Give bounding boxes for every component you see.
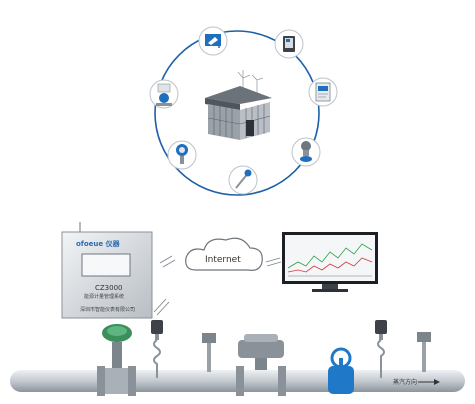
flowmeter-icon (156, 83, 172, 106)
pressure-gauge-icon (176, 144, 188, 164)
monitor (282, 232, 378, 292)
cabinet-subtitle: 能源计量管理系统 (84, 293, 124, 300)
flow-direction: 蒸汽方向 (393, 378, 440, 386)
device-ring (154, 30, 320, 196)
valve-device[interactable] (291, 137, 321, 167)
valve-icon (300, 141, 312, 162)
camera-icon (205, 34, 221, 48)
signal-arrows (153, 255, 282, 316)
control-cabinet: ofoeue 仪器 CZ3000 能源计量管理系统 深圳市智能仪表有限公司 (61, 222, 153, 319)
controller-device[interactable] (308, 77, 338, 107)
tablet-icon (283, 36, 295, 52)
tablet-device[interactable] (274, 29, 304, 59)
cabinet-footer: 深圳市智能仪表有限公司 (80, 306, 135, 313)
gate-valve (328, 347, 354, 394)
temperature-sensor (202, 333, 216, 372)
flow-direction-label: 蒸汽方向 (393, 378, 417, 386)
internet-cloud: Internet (185, 237, 263, 271)
cabinet-screen (81, 253, 131, 277)
trend-chart-icon (287, 243, 373, 277)
display-controller-icon (315, 82, 331, 102)
pressure-transmitter-2 (375, 320, 387, 378)
cabinet-model: CZ3000 (95, 284, 123, 292)
flowmeter-device[interactable] (149, 79, 179, 109)
temperature-sensor-2 (417, 332, 431, 372)
thermometer-device[interactable] (228, 165, 258, 195)
arrow-right-icon (434, 379, 440, 385)
pressure-transmitter (151, 320, 163, 378)
cabinet-brand: ofoeue 仪器 (76, 239, 121, 248)
thermometer-icon (235, 169, 252, 189)
pipe-flowmeter (97, 324, 136, 396)
electric-valve (236, 334, 286, 396)
station-building (205, 70, 272, 140)
camera-device[interactable] (198, 26, 228, 56)
pressure-gauge-device[interactable] (167, 140, 197, 170)
internet-label: Internet (205, 255, 241, 265)
